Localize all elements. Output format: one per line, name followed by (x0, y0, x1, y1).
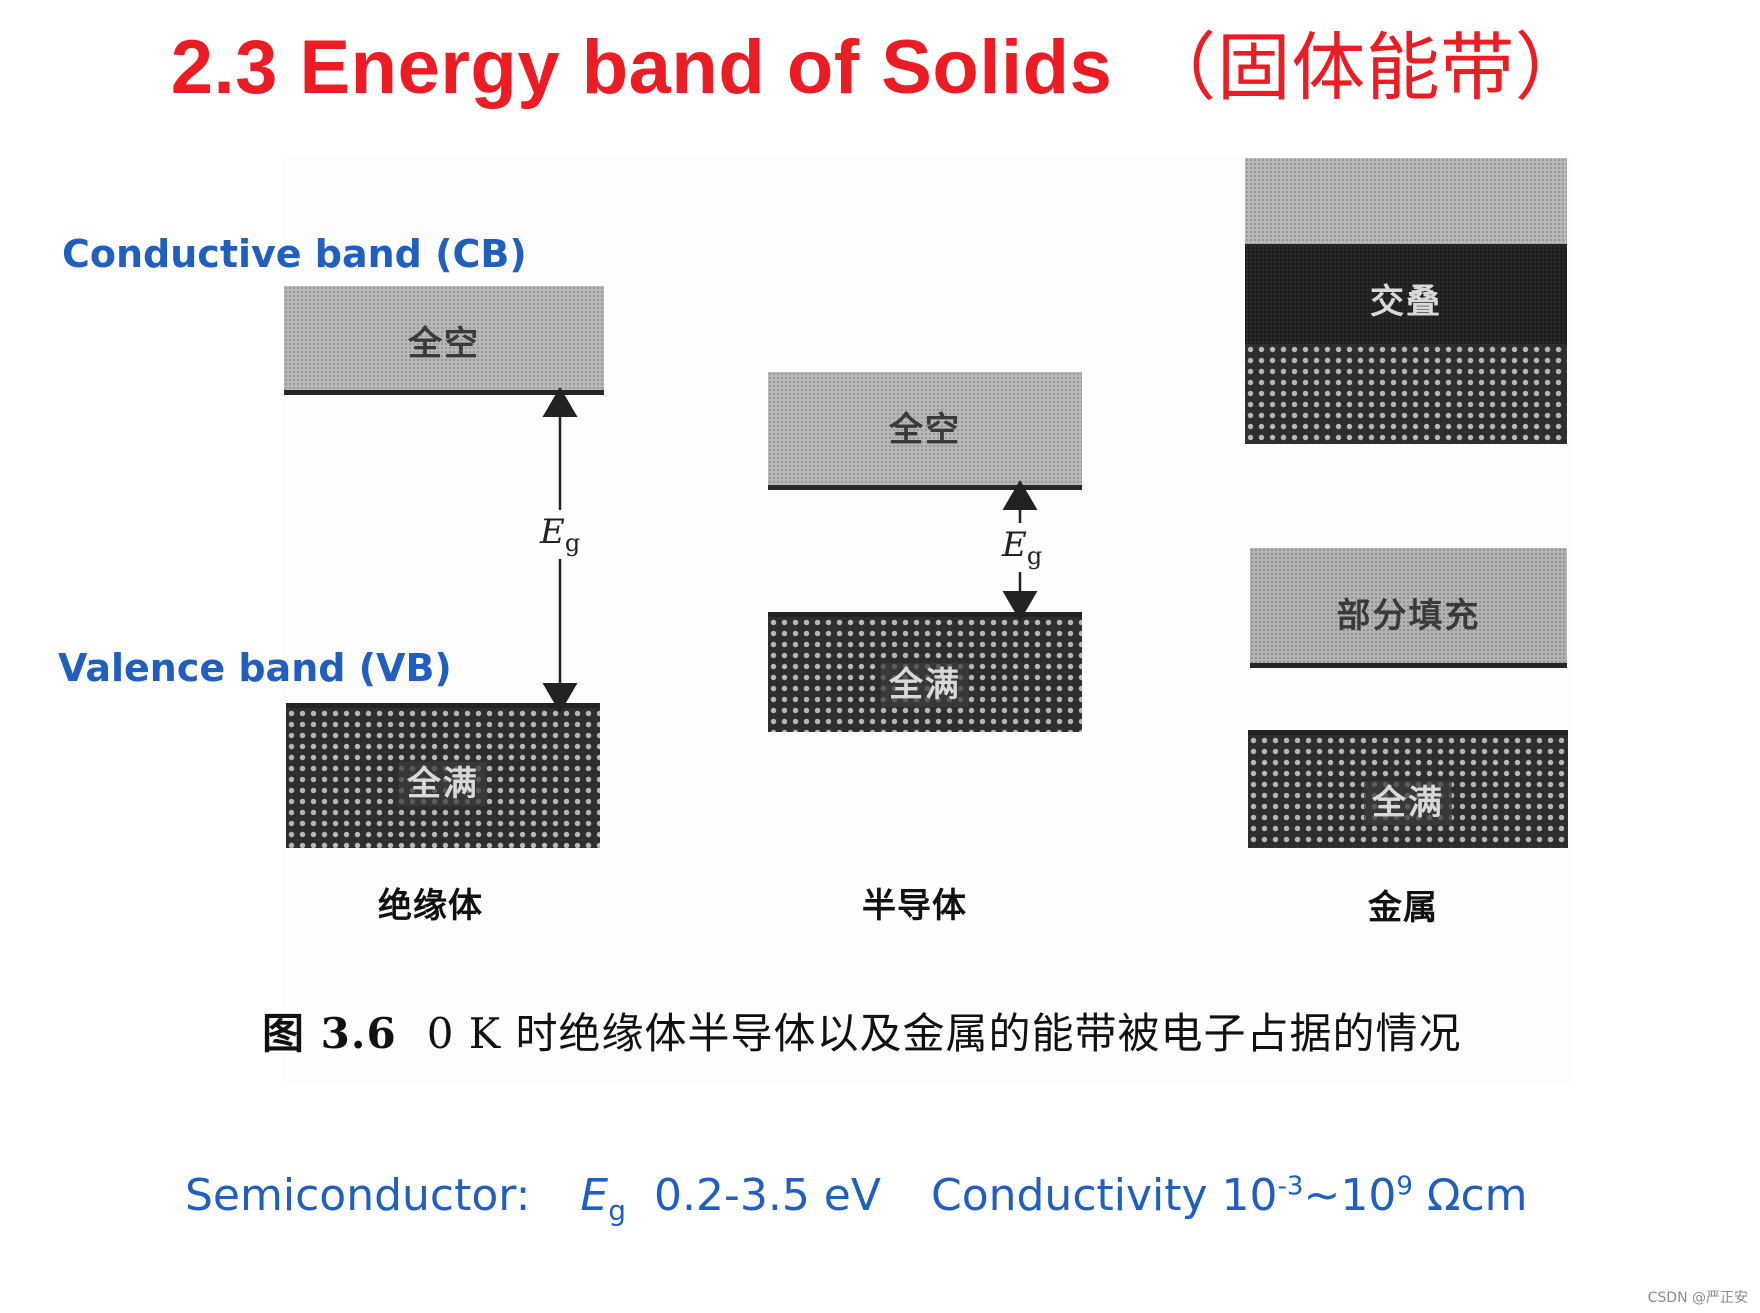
insulator-full-label: 全满 (399, 762, 487, 806)
semiconductor-gap-label: Eg (998, 523, 1047, 572)
summary-cond-unit: Ωcm (1412, 1170, 1528, 1221)
summary-eg-symbol: E (580, 1170, 609, 1221)
summary-cond-exp2: 9 (1396, 1171, 1413, 1202)
semiconductor-full-label: 全满 (881, 663, 969, 707)
figure-caption: 图 3.6 0 K 时绝缘体半导体以及金属的能带被电子占据的情况 (262, 1000, 1462, 1061)
insulator-label: 绝缘体 (378, 886, 483, 926)
insulator-gap-label: Eg (536, 510, 585, 559)
figure-caption-text: 0 K 时绝缘体半导体以及金属的能带被电子占据的情况 (426, 1009, 1462, 1058)
conduction-band-label: Conductive band (CB) (62, 232, 527, 276)
semiconductor-label: 半导体 (862, 886, 967, 926)
summary-label: Semiconductor: (185, 1170, 531, 1221)
valence-band-label: Valence band (VB) (58, 646, 452, 690)
insulator-conduction-band: 全空 (284, 286, 604, 395)
metal-partial-label: 部分填充 (1336, 596, 1481, 636)
semiconductor-conduction-band: 全空 (768, 372, 1082, 490)
figure-number: 图 3.6 (262, 1009, 397, 1058)
metal-full-label: 全满 (1364, 781, 1452, 825)
metal-overlap-band: 交叠 (1245, 244, 1567, 344)
title-main: 2.3 Energy band of Solids (170, 25, 1113, 110)
summary-eg-sub: g (608, 1193, 626, 1227)
summary-cond-label: Conductivity 10 (930, 1170, 1278, 1221)
insulator-empty-label: 全空 (408, 324, 480, 364)
insulator-valence-band: 全满 (286, 703, 600, 848)
summary-cond-exp1: -3 (1277, 1171, 1304, 1202)
summary-cond-mid: ~10 (1303, 1170, 1397, 1221)
semiconductor-valence-band: 全满 (768, 612, 1082, 732)
summary-eg-range: 0.2-3.5 eV (653, 1170, 881, 1221)
title-chinese: （固体能带） (1142, 25, 1590, 111)
metal-label: 金属 (1368, 888, 1438, 928)
metal-lower-full-band: 全满 (1248, 730, 1568, 848)
watermark: CSDN @严正安 (1647, 1290, 1748, 1306)
metal-partial-band: 部分填充 (1250, 548, 1567, 668)
metal-overlap-label: 交叠 (1370, 282, 1442, 322)
semiconductor-summary: Semiconductor: Eg 0.2-3.5 eV Conductivity … (185, 1170, 1528, 1227)
metal-overlap-filled-band (1245, 344, 1567, 444)
semiconductor-empty-label: 全空 (889, 410, 961, 450)
slide-title: 2.3 Energy band of Solids （固体能带） (0, 8, 1760, 115)
metal-upper-band (1245, 158, 1567, 244)
